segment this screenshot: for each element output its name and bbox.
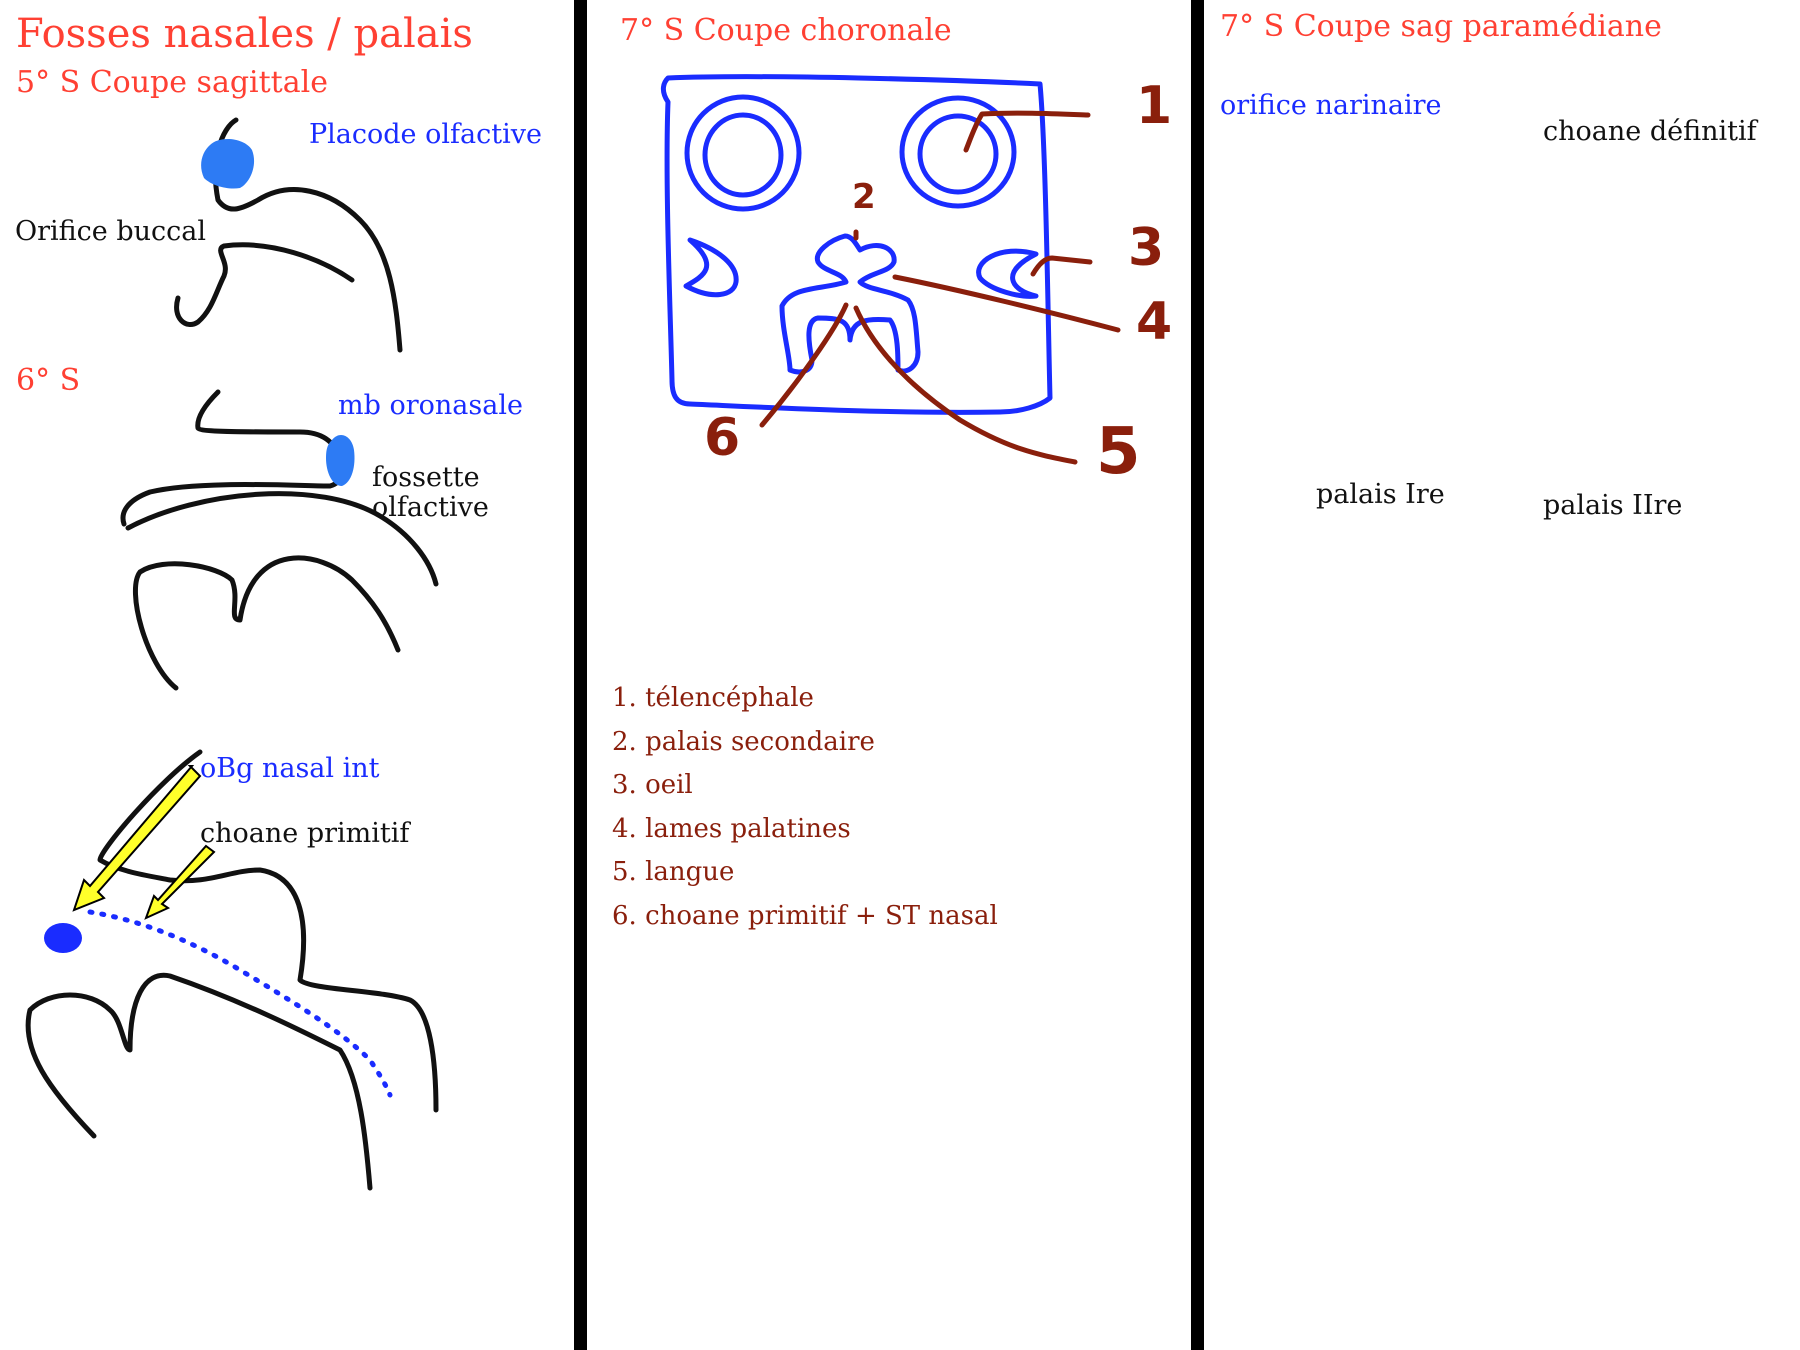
legend-item: 5. langue: [612, 857, 735, 888]
column-divider-right: [1191, 0, 1204, 1350]
choane-primitif-drawing: [25, 749, 439, 1191]
nasal-orifice-blob: [44, 923, 82, 953]
oronasal-membrane-blob: [326, 435, 355, 486]
stage6-drawing: [120, 389, 439, 691]
main-title: Fosses nasales / palais: [16, 11, 473, 57]
mb-oronasale-label: mb oronasale: [338, 390, 523, 421]
marker-1: 1: [1136, 76, 1173, 136]
coronal-title: 7° S Coupe choronale: [620, 13, 952, 48]
choane-definitif-label: choane définitif: [1543, 116, 1757, 147]
choane-primitif-label: choane primitif: [200, 818, 410, 849]
palais-iire-label: palais IIre: [1543, 490, 1683, 521]
coronal-section-drawing: [660, 74, 1053, 415]
paramedian-title: 7° S Coupe sag paramédiane: [1220, 9, 1662, 44]
coronal-section-leader-lines: [759, 110, 1121, 465]
marker-4: 4: [1136, 292, 1173, 352]
olfactory-placode-blob: [201, 138, 255, 189]
legend-item: 2. palais secondaire: [612, 726, 875, 757]
structure-legend: 1. télencéphale 2. palais secondaire 3. …: [612, 683, 998, 945]
palais-ire-label: palais Ire: [1316, 479, 1445, 510]
marker-3: 3: [1128, 218, 1165, 278]
column-divider-left: [574, 0, 587, 1350]
legend-item: 1. télencéphale: [612, 683, 814, 713]
fossette-label-line1: fossette: [372, 462, 480, 493]
marker-2: 2: [852, 177, 876, 217]
orifice-narinaire-label: orifice narinaire: [1220, 90, 1442, 121]
legend-item: 4. lames palatines: [612, 813, 851, 844]
yellow-arrows-left: [72, 765, 216, 920]
legend-item: 6. choane primitif + ST nasal: [612, 900, 998, 931]
orifice-buccal-label: Orifice buccal: [15, 216, 207, 247]
legend-item: 3. oeil: [612, 770, 693, 801]
stage5-title: 5° S Coupe sagittale: [16, 65, 328, 100]
placode-label: Placode olfactive: [309, 119, 542, 150]
marker-5: 5: [1096, 415, 1141, 489]
stage6-title: 6° S: [16, 363, 81, 398]
marker-6: 6: [704, 408, 741, 468]
obg-label: oBg nasal int: [200, 753, 380, 784]
nasal-pit-dotted-line: [87, 909, 393, 1098]
fossette-label-line2: olfactive: [372, 492, 489, 523]
